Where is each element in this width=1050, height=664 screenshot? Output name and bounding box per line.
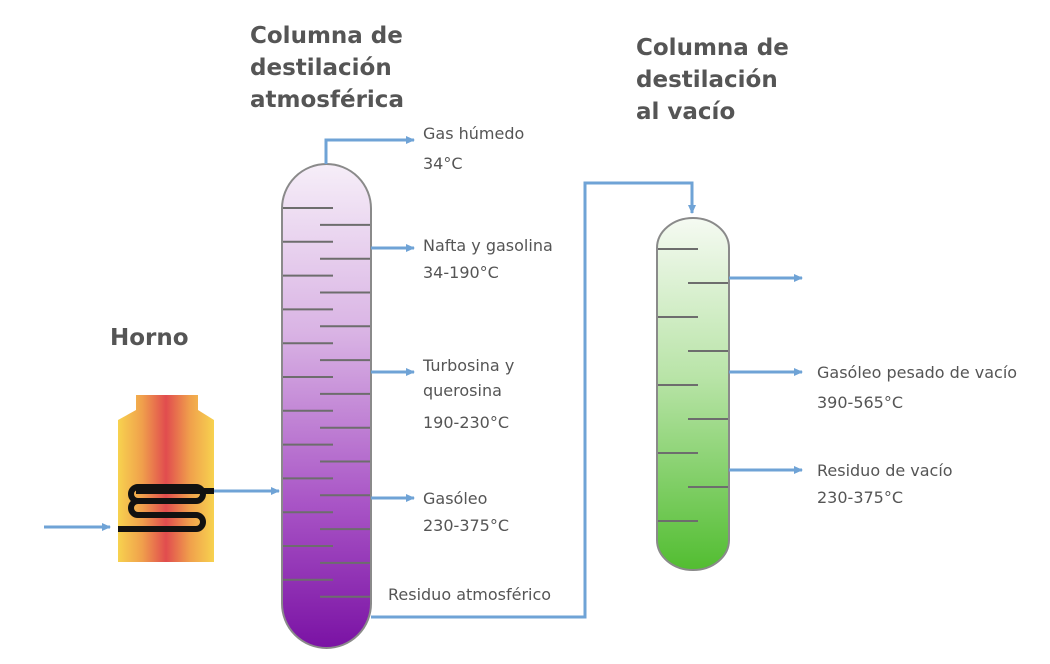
vacuum-title-line-2: destilación (636, 67, 778, 93)
vacuum-trays (658, 248, 728, 522)
vacuum-title-line-1: Columna de (636, 35, 789, 61)
gasoil-label: Gasóleo 230-375°C (423, 488, 509, 537)
furnace-body (118, 395, 214, 562)
furnace-coil (118, 484, 206, 532)
furnace-title: Horno (110, 325, 189, 351)
gasoil-temp: 230-375°C (423, 516, 510, 535)
vacuum-residue-name: Residuo de vacío (817, 461, 953, 480)
atmospheric-title-line-3: atmosférica (250, 87, 404, 113)
naphtha-name: Nafta y gasolina (423, 236, 553, 255)
atmospheric-title-line-2: destilación (250, 55, 392, 81)
atmospheric-title-line-1: Columna de (250, 23, 403, 49)
vacuum-column-title: Columna de destilación al vacío (636, 32, 789, 128)
heavy-vacuum-gasoil-name: Gasóleo pesado de vacío (817, 363, 1018, 382)
wet-gas-label: Gas húmedo 34°C (423, 123, 524, 175)
heavy-vacuum-gasoil-temp: 390-565°C (817, 393, 904, 412)
furnace (118, 395, 214, 562)
kerosene-label: Turbosina y querosina 190-230°C (423, 355, 514, 434)
wet-gas-name: Gas húmedo (423, 124, 525, 143)
vacuum-column-shell (656, 217, 730, 571)
naphtha-temp: 34-190°C (423, 263, 499, 282)
kerosene-temp: 190-230°C (423, 413, 510, 432)
heavy-vacuum-gasoil-label: Gasóleo pesado de vacío 390-565°C (817, 362, 1017, 414)
atmospheric-residue-label: Residuo atmosférico (388, 585, 552, 604)
vacuum-column (656, 217, 730, 571)
vacuum-title-line-3: al vacío (636, 99, 736, 125)
naphtha-label: Nafta y gasolina 34-190°C (423, 235, 553, 284)
kerosene-name-line-2: querosina (423, 381, 502, 400)
kerosene-name-line-1: Turbosina y (423, 356, 515, 375)
wet-gas-temp: 34°C (423, 154, 463, 173)
vacuum-residue-label: Residuo de vacío 230-375°C (817, 460, 953, 509)
wet-gas-pipe (324, 136, 415, 164)
gasoil-name: Gasóleo (423, 489, 488, 508)
atmospheric-column-title: Columna de destilación atmosférica (250, 20, 404, 116)
vacuum-residue-temp: 230-375°C (817, 488, 904, 507)
atmospheric-trays (283, 207, 370, 598)
atmospheric-residue-pipe (371, 181, 696, 619)
atmospheric-column-shell (281, 163, 372, 649)
atmospheric-column (281, 163, 372, 649)
